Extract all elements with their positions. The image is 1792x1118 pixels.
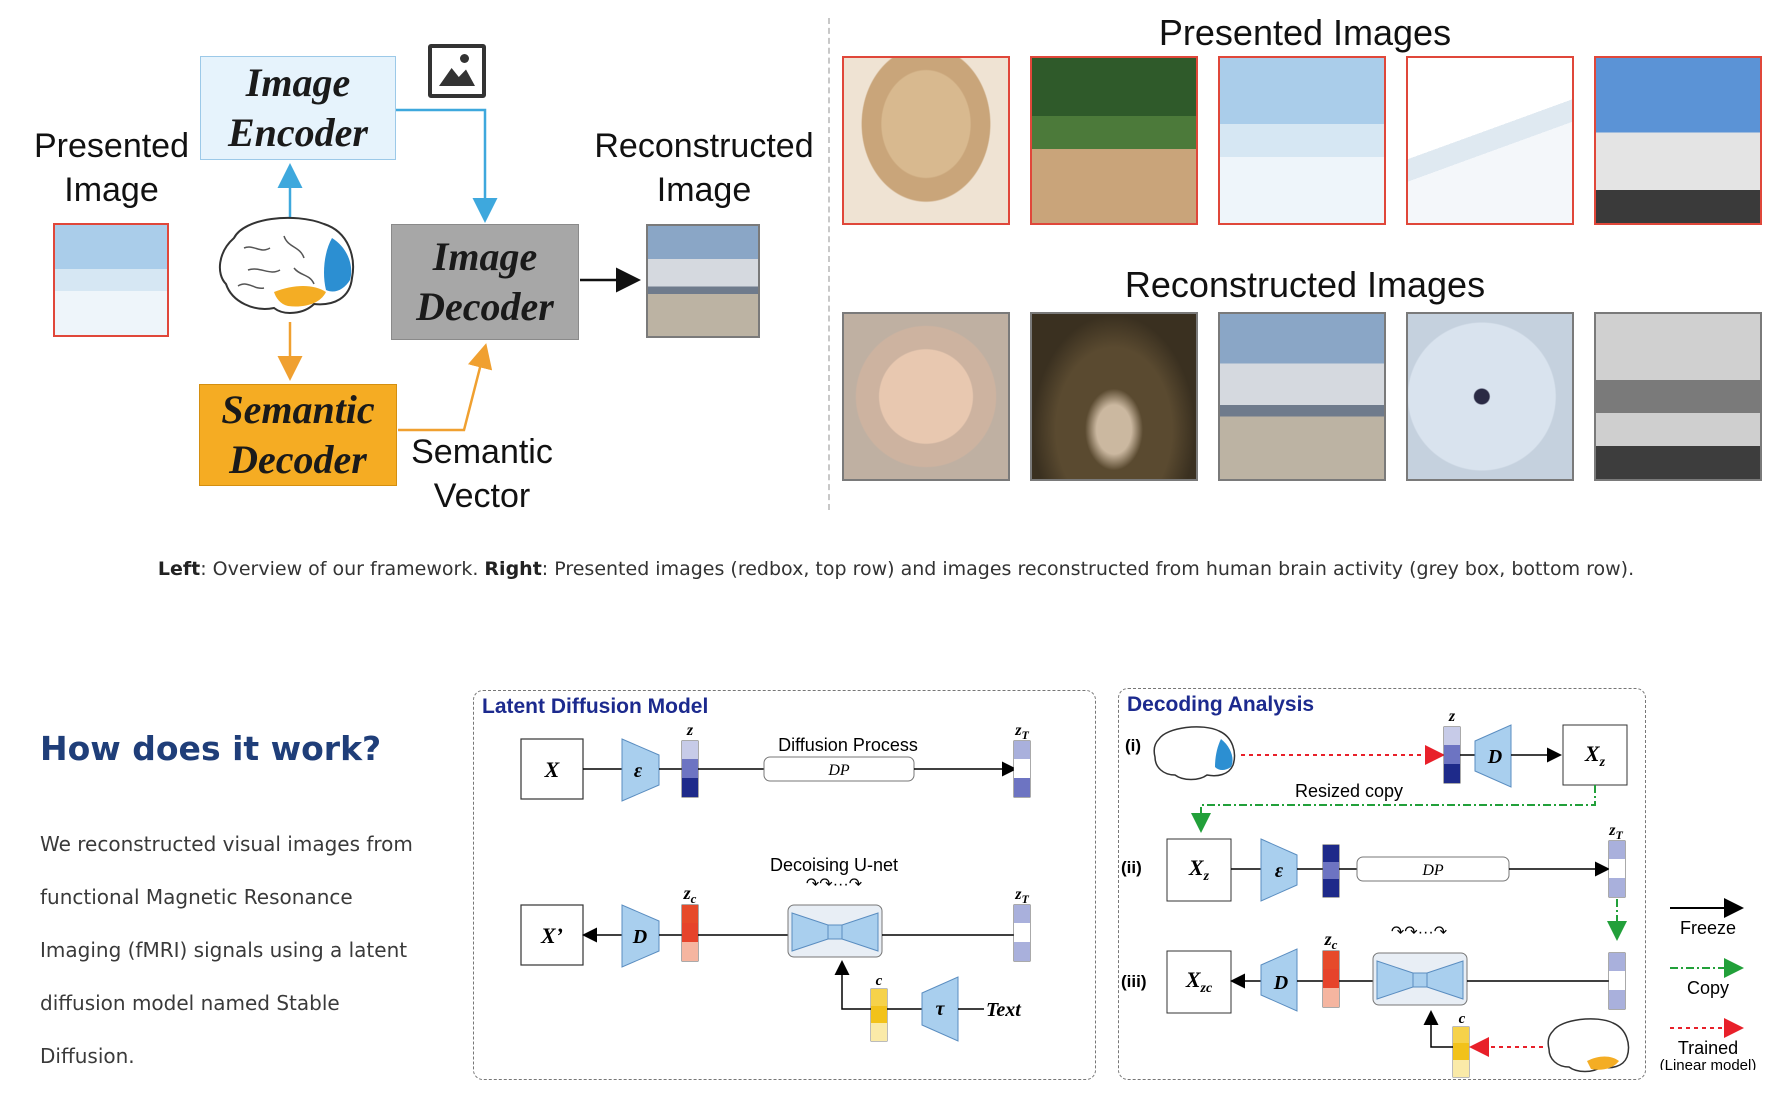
caption-left-label: Left <box>157 558 201 580</box>
step-ii-label: (ii) <box>1121 858 1142 877</box>
reconstructed-plane-thumbnail <box>646 224 760 338</box>
latent-diffusion-panel: Latent Diffusion Model X ε z Diffusion P… <box>473 690 1096 1080</box>
presented-images-title: Presented Images <box>1158 12 1452 53</box>
reconstructed-airplane-image <box>1218 312 1386 481</box>
dec-zc-label: zc <box>1324 929 1338 952</box>
dec-xzc-label: Xzc <box>1185 967 1213 996</box>
semantic-to-decoder-arrow <box>398 343 493 432</box>
dec-c-label: c <box>1459 1011 1466 1027</box>
reconstructed-snowboard-image <box>1406 312 1574 481</box>
dec-decoder-trapezoid-iii <box>1260 948 1298 1012</box>
dec-decoder-symbol-i: D <box>1487 746 1502 768</box>
decoding-diagram: (i) z D Xz Resized copy (ii) Xz ε <box>1121 708 1630 1078</box>
ldm-c-label: c <box>876 973 883 989</box>
dec-unet-block <box>1372 952 1468 1006</box>
legend-copy-label: Copy <box>1687 978 1729 998</box>
ldm-tau-symbol: τ <box>936 998 946 1020</box>
reconstructed-image-label: Reconstructed Image <box>594 127 814 209</box>
ldm-diagram: X ε z Diffusion Process DP zT Decoising … <box>520 722 1031 1042</box>
ldm-encoder-trapezoid <box>621 738 660 802</box>
semantic-decoder-label: Semantic Decoder <box>221 387 375 482</box>
ldm-x-box <box>520 738 584 800</box>
legend-trained-sublabel: (Linear model) <box>1660 1057 1757 1070</box>
presented-snowboard-image <box>1406 56 1574 225</box>
dec-decoder-symbol-iii: D <box>1273 972 1288 994</box>
encoder-to-decoder-arrow <box>396 108 498 223</box>
ldm-decoder-trapezoid <box>621 904 660 968</box>
caption-right-text: : Presented images (redbox, top row) and… <box>541 558 1635 580</box>
ldm-diffusion-process-label: Diffusion Process <box>778 735 918 755</box>
reconstructed-teddy-image <box>842 312 1010 481</box>
image-decoder-box: Image Decoder <box>391 224 579 340</box>
image-encoder-label: Image Encoder <box>228 60 368 155</box>
presented-plane-thumbnail <box>53 223 169 337</box>
semantic-decoder-box: Semantic Decoder <box>199 384 397 486</box>
presented-clocktower-image <box>1594 56 1762 225</box>
presented-teddy-image <box>842 56 1010 225</box>
figure-caption: Left: Overview of our framework. Right: … <box>0 558 1792 580</box>
framework-arrows <box>218 108 641 432</box>
semantic-vector-label: Semantic Vector <box>411 433 553 515</box>
dec-decoder-trapezoid-i <box>1474 724 1512 788</box>
dec-xz2-label: Xz <box>1188 855 1210 884</box>
caption-right-label: Right <box>484 558 542 580</box>
framework-figure: Presented Image Image Encoder Image Deco… <box>0 0 1792 520</box>
ldm-panel-title: Latent Diffusion Model <box>482 695 709 718</box>
presented-airplane-image <box>1218 56 1386 225</box>
dec-encoder-symbol: ε <box>1275 860 1284 882</box>
step-i-label: (i) <box>1125 736 1141 755</box>
presented-path-image <box>1030 56 1198 225</box>
ldm-zt-label: zT <box>1014 722 1029 742</box>
ldm-text-label: Text <box>986 999 1022 1021</box>
ldm-unet-loops: ↷↷···↷ <box>806 876 863 893</box>
brain-i-icon <box>1153 726 1236 781</box>
legend-freeze-label: Freeze <box>1680 918 1736 938</box>
image-icon <box>428 44 486 98</box>
dec-dp-label: DP <box>1421 862 1444 879</box>
dec-z-label: z <box>1448 708 1456 725</box>
ldm-z-label: z <box>686 722 694 739</box>
ldm-encoder-symbol: ε <box>634 760 643 782</box>
dec-xzc-box <box>1166 950 1232 1014</box>
dec-xz2-box <box>1166 838 1232 902</box>
dec-zt-label: zT <box>1608 822 1623 842</box>
ldm-x-prime-label: X’ <box>540 923 563 948</box>
reconstructed-images-title: Reconstructed Images <box>1124 264 1486 305</box>
ldm-zt2-label: zT <box>1014 886 1029 906</box>
ldm-dp-label: DP <box>827 762 850 779</box>
dec-xz-label: Xz <box>1584 741 1606 770</box>
decoding-panel-title: Decoding Analysis <box>1127 693 1315 716</box>
reconstructed-clocktower-image <box>1594 312 1762 481</box>
ldm-decoder-symbol: D <box>632 926 647 948</box>
brain-icon <box>218 216 354 314</box>
dec-xz-box <box>1562 724 1628 786</box>
ldm-unet-block <box>787 904 883 958</box>
decoding-legend: Freeze Copy Trained (Linear model) <box>1660 898 1757 1070</box>
image-decoder-label: Image Decoder <box>416 234 554 329</box>
step-iii-label: (iii) <box>1121 972 1147 991</box>
ldm-unet-label: Decoising U-net <box>770 855 898 875</box>
presented-image-label: Presented Image <box>34 127 189 209</box>
resized-copy-label: Resized copy <box>1295 781 1403 801</box>
figure-divider <box>828 18 830 510</box>
section-heading: How does it work? <box>40 729 382 768</box>
brain-iii-icon <box>1547 1018 1630 1073</box>
ldm-x-label: X <box>544 757 561 782</box>
dec-encoder-trapezoid <box>1260 838 1298 902</box>
reconstructed-path-image <box>1030 312 1198 481</box>
ldm-zc-label: zc <box>683 883 697 906</box>
caption-left-text: : Overview of our framework. <box>200 558 485 580</box>
legend-trained-label: Trained <box>1678 1038 1738 1058</box>
ldm-tau-trapezoid <box>921 976 959 1042</box>
dec-unet-loops: ↷↷···↷ <box>1391 924 1448 941</box>
decoding-analysis-panel: Decoding Analysis (i) z D Xz Resized cop… <box>1118 688 1646 1080</box>
section-body: We reconstructed visual images from func… <box>40 832 413 1068</box>
image-encoder-box: Image Encoder <box>200 56 396 160</box>
